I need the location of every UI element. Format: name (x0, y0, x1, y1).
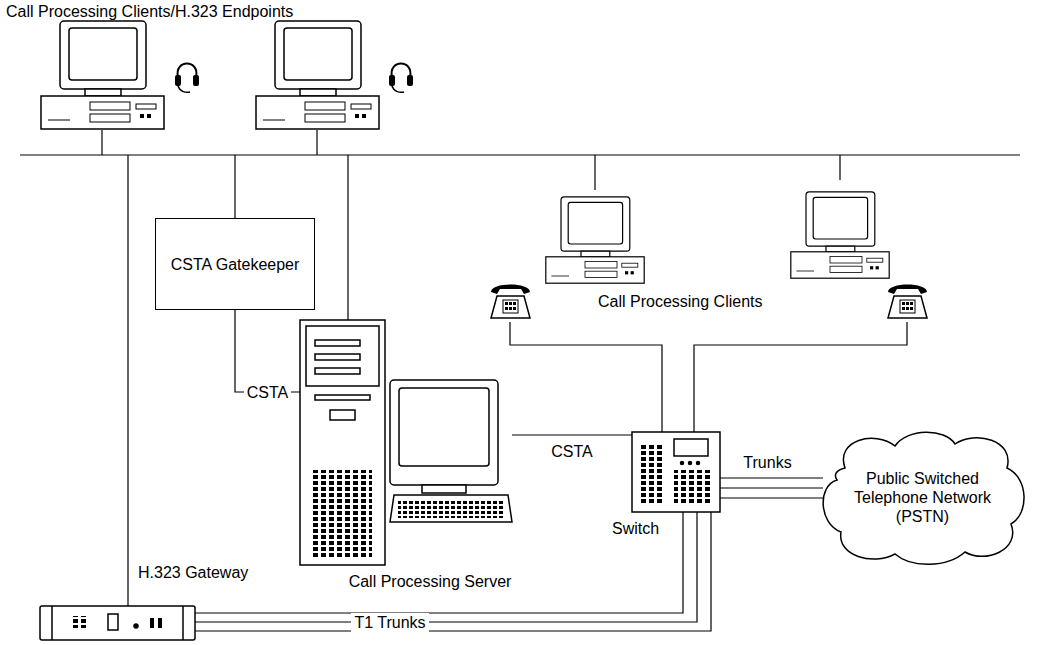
gateway-unit: H.323 Gateway (40, 606, 195, 640)
connector (235, 310, 300, 392)
connector-label: Trunks (740, 453, 794, 472)
connector (512, 435, 632, 436)
connector-line (512, 434, 632, 435)
gatekeeper-box: CSTA Gatekeeper (155, 218, 315, 310)
endpoints-caption: Call Processing Clients/H.323 Endpoints (6, 2, 293, 21)
pstn-cloud: Public Switched Telephone Network (PSTN) (815, 428, 1030, 566)
connector-line (195, 512, 711, 631)
connector-label: CSTA (548, 442, 595, 461)
switch-unit: Switch (632, 432, 720, 512)
connector (195, 512, 711, 631)
unit-label: Switch (612, 519, 672, 538)
connector-label: CSTA (244, 383, 291, 402)
connector-line (720, 477, 823, 478)
unit-label: Call Processing Server (330, 572, 530, 591)
connector-line (720, 487, 823, 488)
node-label: Public Switched Telephone Network (PSTN) (840, 469, 1005, 526)
connector-line (720, 497, 823, 498)
connector-line (195, 512, 683, 613)
server-unit: Call Processing Server (300, 320, 512, 565)
connector (720, 478, 823, 498)
connector-line (235, 310, 300, 392)
clients-caption: Call Processing Clients (598, 292, 763, 311)
node-label: CSTA Gatekeeper (165, 255, 305, 274)
unit-label: H.323 Gateway (138, 563, 268, 582)
connector-label: T1 Trunks (351, 613, 428, 632)
connector-line (195, 512, 697, 622)
